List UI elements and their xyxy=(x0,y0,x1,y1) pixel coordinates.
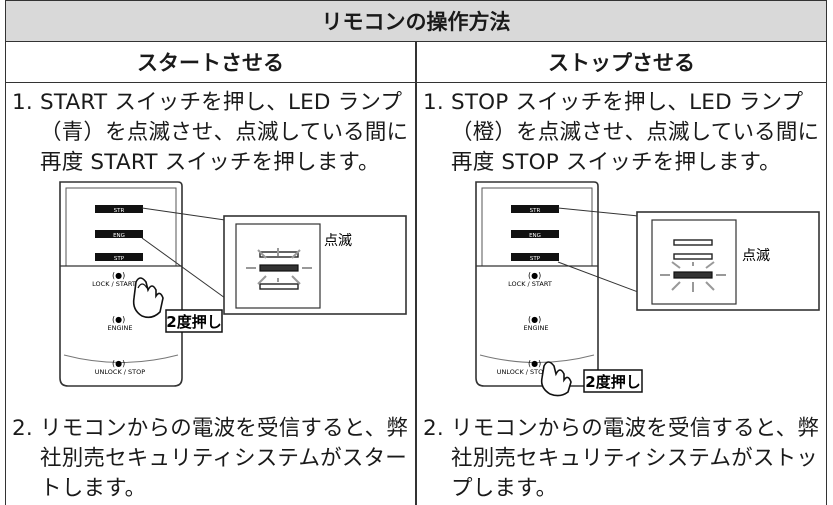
pressing-hand-icon xyxy=(132,277,164,319)
pressing-hand-icon xyxy=(540,361,572,397)
stop-step-2: 2.リモコンからの電波を受信すると、弊 社別売セキュリティシステムがストッ プし… xyxy=(423,416,820,501)
str-label: STR xyxy=(114,208,125,214)
eng-button-icon xyxy=(511,230,559,238)
eng-label: ENG xyxy=(529,233,541,239)
lock-start-label: LOCK / START xyxy=(92,280,136,288)
eng-button-icon xyxy=(95,230,143,238)
str-button-icon xyxy=(95,205,143,213)
signal-icon: (●) xyxy=(528,271,541,280)
blink-callout-label: 点滅 xyxy=(742,248,770,264)
column-divider xyxy=(415,42,417,505)
stop-step-1: 1.STOP スイッチを押し、LED ランプ （橙）を点滅させ、点滅している間に… xyxy=(423,90,820,175)
stp-button-icon xyxy=(95,253,143,261)
column-header-start: スタートさせる xyxy=(5,42,416,83)
blink-rays-icon xyxy=(246,248,312,285)
engine-label: ENGINE xyxy=(524,324,549,332)
start-step-1: 1.START スイッチを押し、LED ランプ （青）を点滅させ、点滅している間… xyxy=(12,90,409,175)
press-twice-badge xyxy=(583,369,643,393)
stop-remote-illustration: STR ENG STP (●) LOCK / START (●) ENGINE … xyxy=(475,181,820,397)
blinking-led-icon xyxy=(259,264,299,272)
signal-icon: (●) xyxy=(112,271,125,280)
engine-label: ENGINE xyxy=(108,324,133,332)
lock-start-label: LOCK / START xyxy=(508,280,552,288)
unlock-stop-label: UNLOCK / STOP xyxy=(497,368,547,376)
stp-label: STP xyxy=(530,256,541,262)
signal-icon: (●) xyxy=(528,315,541,324)
blinking-led-icon xyxy=(673,271,713,279)
blink-rays-icon xyxy=(660,261,726,292)
led-callout-box xyxy=(636,211,820,311)
unlock-stop-label: UNLOCK / STOP xyxy=(95,368,145,376)
press-twice-label: 2度押し xyxy=(166,313,221,331)
stp-label: STP xyxy=(114,256,125,262)
start-remote-illustration: STR ENG STP (●) LOCK / START (●) ENGINE … xyxy=(59,181,407,387)
led-callout-box xyxy=(223,215,407,315)
press-twice-label: 2度押し xyxy=(585,373,640,391)
press-twice-badge xyxy=(165,309,223,333)
str-label: STR xyxy=(530,208,541,214)
signal-icon: (●) xyxy=(528,359,541,368)
str-button-icon xyxy=(511,205,559,213)
signal-icon: (●) xyxy=(112,359,125,368)
column-header-stop: ストップさせる xyxy=(416,42,827,83)
eng-label: ENG xyxy=(113,233,125,239)
table-frame xyxy=(5,0,827,505)
page-title: リモコンの操作方法 xyxy=(5,0,827,42)
start-step-2: 2.リモコンからの電波を受信すると、弊 社別売セキュリティシステムがスター トし… xyxy=(12,416,409,501)
signal-icon: (●) xyxy=(112,315,125,324)
stp-button-icon xyxy=(511,253,559,261)
blink-callout-label: 点滅 xyxy=(324,233,352,249)
